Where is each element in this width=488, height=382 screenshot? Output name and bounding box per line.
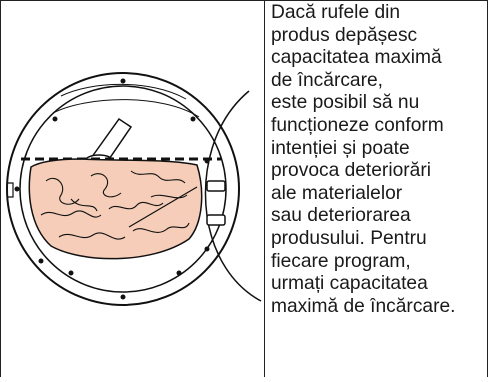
warning-line: este posibil să nu [271, 92, 420, 114]
warning-line: urmați capacitatea [271, 273, 428, 295]
table-column-divider [264, 0, 265, 377]
warning-line: fiecare program, [271, 250, 411, 272]
warning-line: intenției și poate [271, 137, 410, 159]
dryer-drum-overload-illustration [1, 1, 264, 377]
door-hinge-top [206, 180, 226, 192]
door-arc [204, 90, 262, 302]
warning-line: de încărcare, [271, 69, 383, 91]
warning-line: produs depășesc [271, 24, 418, 46]
door-latch [7, 182, 14, 198]
drum-screws [14, 78, 210, 300]
laundry-wrinkles [40, 170, 190, 240]
warning-line: produsului. Pentru [271, 227, 427, 249]
warning-line: ale materialelor [271, 182, 403, 204]
warning-line: capacitatea maximă [271, 47, 442, 69]
warning-line: Dacă rufele din [271, 2, 401, 23]
warning-line: maximă de încărcare. [271, 295, 456, 317]
dryer-drum-overload-icon [6, 72, 262, 306]
door-hinge-bottom [206, 214, 226, 226]
overflow-arrow [128, 186, 198, 228]
table-border-left [0, 0, 1, 377]
drum-back-lines [60, 83, 187, 100]
table-border-top [0, 0, 488, 1]
warning-line: provoca deteriorări [271, 160, 431, 182]
warning-line: sau deteriorarea [271, 205, 411, 227]
laundry-overload [28, 158, 203, 260]
drum-outer-ring [6, 72, 240, 306]
warning-line: funcționeze conform [271, 114, 444, 136]
overload-warning-text: Dacă rufele din produs depășesc capacita… [271, 2, 485, 374]
drum-inner-ring [19, 85, 227, 293]
